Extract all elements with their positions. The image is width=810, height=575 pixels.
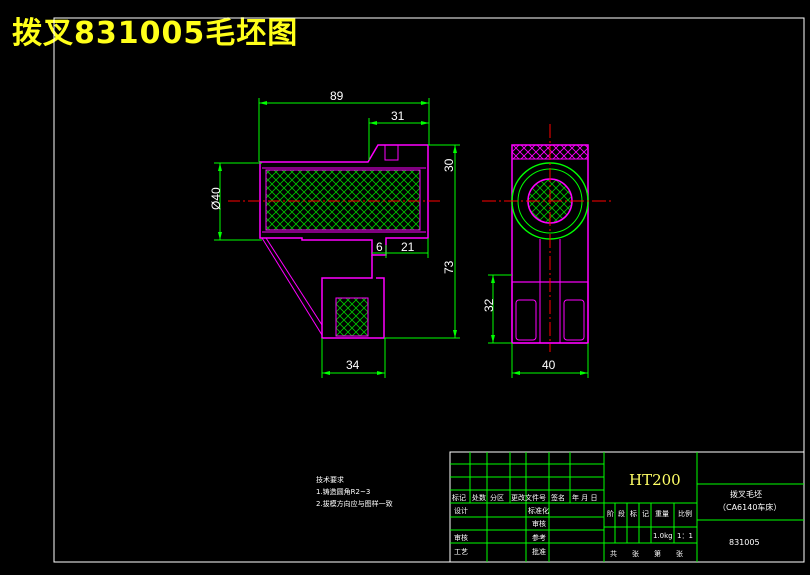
tb-check: 审核 — [454, 533, 468, 542]
dim-side-width: 40 — [542, 358, 556, 372]
tb-stage-4: 记 — [642, 510, 649, 518]
bore-hatch — [265, 169, 421, 231]
tb-drawing-number: 831005 — [729, 538, 760, 547]
tb-mark: 参考 — [532, 533, 546, 542]
tb-sheets-unit-1: 张 — [632, 549, 639, 558]
foot-hatch — [335, 297, 369, 337]
dim-right-height: 30 — [442, 158, 456, 172]
dim-bore-diameter: Ø40 — [209, 187, 223, 210]
tb-scale: 1：1 — [677, 532, 693, 540]
tb-design: 设计 — [454, 506, 468, 515]
front-view — [228, 144, 440, 339]
tb-sheets-total: 共 — [610, 549, 617, 558]
drawing-frame — [53, 17, 805, 563]
dim-slot-offset: 21 — [401, 240, 415, 254]
notes-line-2: 2.拔模方向应与图样一致 — [316, 499, 393, 508]
tb-machine: （CA6140车床） — [718, 502, 781, 512]
dim-total-height: 73 — [442, 260, 456, 274]
tb-weight: 1.0kg — [653, 532, 673, 540]
tb-approve: 批准 — [532, 547, 546, 556]
tb-stage-2: 段 — [618, 509, 625, 518]
tb-process: 工艺 — [454, 548, 468, 556]
dim-overall-length: 89 — [330, 89, 344, 103]
dim-slot-width: 6 — [376, 240, 383, 254]
notes-heading: 技术要求 — [316, 475, 344, 484]
tb-weight-label: 重量 — [655, 510, 669, 518]
tb-sheet-no: 第 — [654, 549, 661, 558]
tb-header-mark: 标记 — [452, 493, 466, 502]
tb-header-zone: 分区 — [490, 493, 504, 502]
tb-review: 审核 — [532, 519, 546, 528]
tb-header-change: 更改文件号 — [511, 493, 546, 502]
dim-side-height: 32 — [482, 298, 496, 312]
side-dimensions — [488, 274, 589, 378]
dim-foot-width: 34 — [346, 358, 360, 372]
side-view — [482, 124, 614, 352]
notes-line-1: 1.铸造圆角R2~3 — [316, 487, 370, 496]
tb-part-name: 拨叉毛坯 — [730, 489, 762, 499]
tb-header-sign: 签名 — [551, 493, 565, 502]
tb-stage-1: 阶 — [607, 509, 614, 518]
tb-material: HT200 — [629, 471, 681, 489]
tb-scale-label: 比例 — [678, 509, 692, 518]
side-dimension-arrows — [491, 275, 588, 375]
tb-header-date: 年 月 日 — [572, 493, 597, 502]
tb-sheets-unit-2: 张 — [676, 549, 683, 558]
tb-stage-3: 标 — [630, 509, 637, 518]
tb-header-count: 处数 — [472, 493, 486, 502]
title-block — [449, 451, 805, 563]
page-title: 拨叉831005毛坯图 — [12, 16, 299, 51]
tb-standardization: 标准化 — [528, 506, 549, 515]
front-dimension-arrows — [218, 101, 457, 375]
dim-top-step: 31 — [391, 109, 405, 123]
front-dimensions — [214, 98, 460, 378]
